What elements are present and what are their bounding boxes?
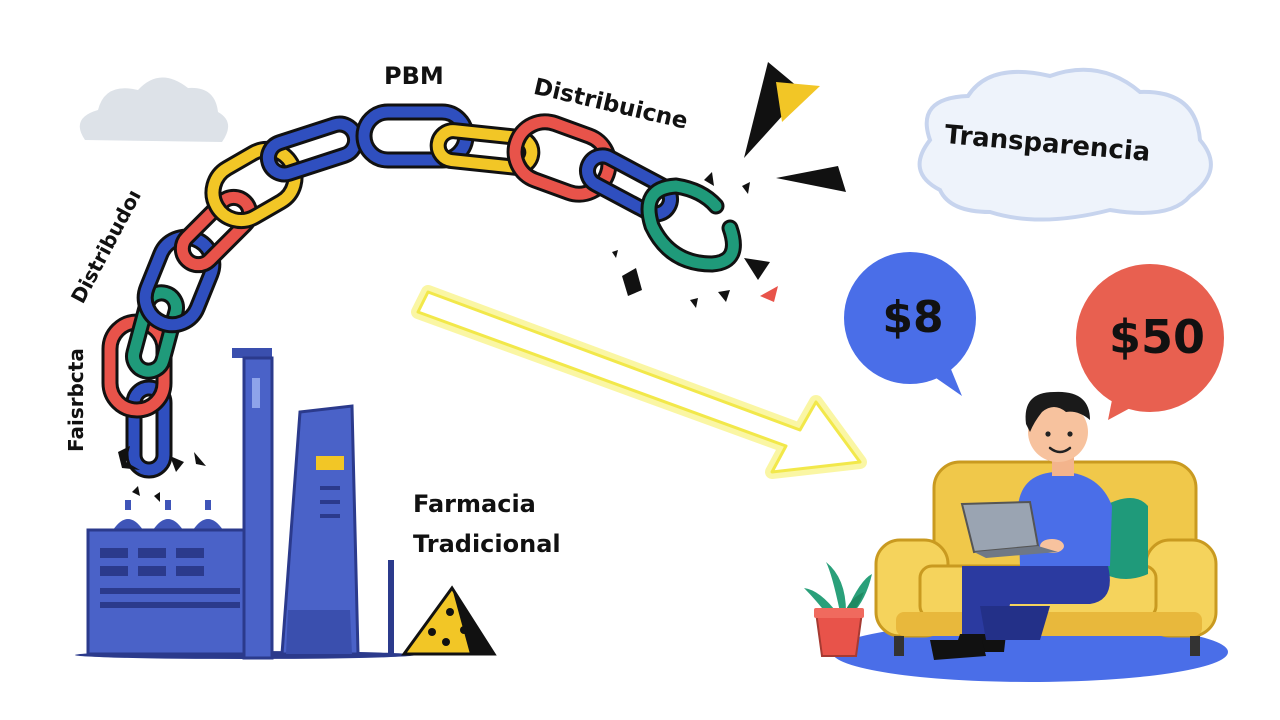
factory-icon [75,348,415,660]
speech-bubble-icon [844,252,1224,420]
break-shards [118,62,846,502]
transparency-cloud-icon [917,67,1213,222]
price-low: $8 [882,292,944,343]
laptop-icon [960,500,1058,558]
price-high: $50 [1108,310,1206,364]
person-icon [930,391,1112,660]
arrow-icon [411,285,867,479]
label-fabricante: Faisrbcta [64,348,88,452]
gray-cloud-icon [79,77,229,142]
label-tradicional: Tradicional [413,530,561,558]
warning-sign-icon [401,585,497,656]
rug [832,622,1228,682]
label-pbm: PBM [384,62,444,90]
plant-icon [804,562,872,657]
chain-icon [101,103,742,479]
label-farmacia: Farmacia [413,490,536,518]
